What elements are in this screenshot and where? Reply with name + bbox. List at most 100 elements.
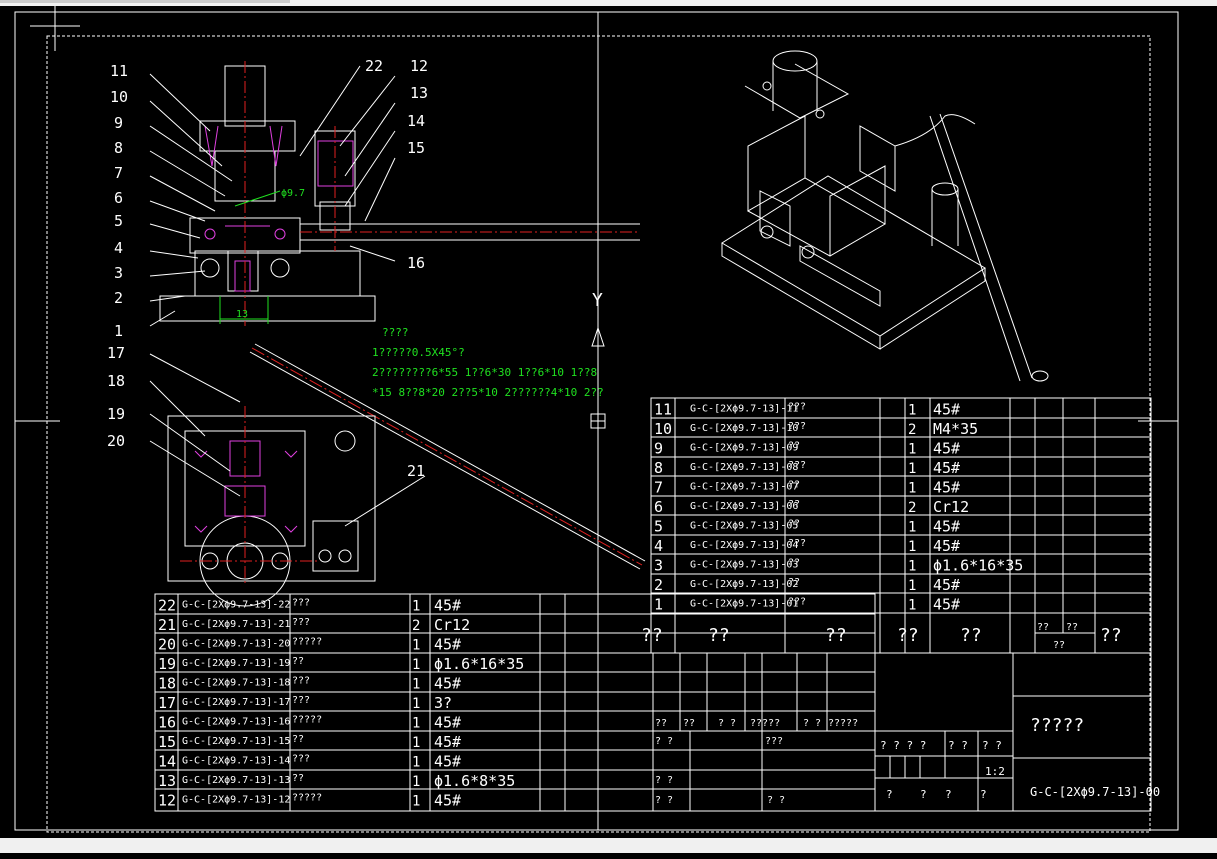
bom-left-row-18-code: G-C-[2Xϕ9.7-13]-18 xyxy=(182,678,290,689)
sheet-border xyxy=(14,6,1179,833)
bom-right-row-10-name: ??? xyxy=(788,421,806,432)
dimension-lines xyxy=(219,190,281,324)
bom-right-grid xyxy=(650,397,1152,654)
balloon-7: 7 xyxy=(114,164,123,182)
drawing-number: G-C-[2Xϕ9.7-13]-00 xyxy=(1030,785,1160,799)
bom-right-row-4-name: ??? xyxy=(788,538,806,549)
bom-right-row-8-no: 8 xyxy=(654,459,663,477)
bom-right-row-11-no: 11 xyxy=(654,401,672,419)
bom-right-row-11-material: 45# xyxy=(933,401,960,419)
balloon-6: 6 xyxy=(114,189,123,207)
balloon-22: 22 xyxy=(365,57,383,75)
ucs-icon xyxy=(590,326,606,429)
bom-left-row-18-name: ??? xyxy=(292,676,310,687)
bom-right-row-5-code: G-C-[2Xϕ9.7-13]-05 xyxy=(690,521,798,532)
bom-left-row-13-material: ϕ1.6*8*35 xyxy=(434,772,515,790)
bom-left-row-15-code: G-C-[2Xϕ9.7-13]-15 xyxy=(182,736,290,747)
bom-left-row-17-code: G-C-[2Xϕ9.7-13]-17 xyxy=(182,697,290,708)
bom-right-row-9-qty: 1 xyxy=(908,442,916,458)
bom-right-header-2: ?? xyxy=(825,625,847,646)
bom-right-row-3-no: 3 xyxy=(654,557,663,575)
bom-right-row-3-qty: 1 xyxy=(908,559,916,575)
bom-right-row-7-material: 45# xyxy=(933,479,960,497)
bom-right-row-10-code: G-C-[2Xϕ9.7-13]-10 xyxy=(690,423,798,434)
bom-left-row-19-qty: 1 xyxy=(412,657,420,673)
bom-left-row-14-material: 45# xyxy=(434,753,461,771)
bom-left-row-21-name: ??? xyxy=(292,617,310,628)
balloon-9: 9 xyxy=(114,114,123,132)
tb-sign-c: ? xyxy=(945,788,952,801)
tb-label-c: ? ? xyxy=(982,739,1002,752)
bom-right-row-3-name: ?? xyxy=(788,558,800,569)
bom-left-row-19-material: ϕ1.6*16*35 xyxy=(434,655,524,673)
centerlines-front xyxy=(244,61,640,326)
bom-right-row-9-code: G-C-[2Xϕ9.7-13]-09 xyxy=(690,443,798,454)
bom-right-row-11-name: ??? xyxy=(788,402,806,413)
front-view xyxy=(159,65,640,322)
bom-left-row-21-no: 21 xyxy=(158,616,176,634)
bom-right-row-1-material: 45# xyxy=(933,596,960,614)
bom-right-row-5-qty: 1 xyxy=(908,520,916,536)
balloon-15: 15 xyxy=(407,139,425,157)
bom-left-row-15-material: 45# xyxy=(434,733,461,751)
bom-left-row-13-qty: 1 xyxy=(412,774,420,790)
bom-left-row-12-material: 45# xyxy=(434,792,461,810)
isometric-view xyxy=(721,50,1049,382)
bom-right-row-4-qty: 1 xyxy=(908,539,916,555)
bom-left-row-14-no: 14 xyxy=(158,753,176,771)
balloon-21: 21 xyxy=(407,462,425,480)
bom-left-row-14-name: ??? xyxy=(292,754,310,765)
bom-left-row-17-qty: 1 xyxy=(412,696,420,712)
tb-r1-c: ? ? xyxy=(718,718,736,729)
bom-left-row-12-no: 12 xyxy=(158,792,176,810)
bom-right-row-2-qty: 1 xyxy=(908,578,916,594)
balloon-18: 18 xyxy=(107,372,125,390)
tb-r2-a: ? ? xyxy=(655,736,673,747)
bom-right-row-6-material: Cr12 xyxy=(933,498,969,516)
balloon-20: 20 xyxy=(107,432,125,450)
bom-right-row-3-code: G-C-[2Xϕ9.7-13]-03 xyxy=(690,560,798,571)
bom-left-row-17-no: 17 xyxy=(158,694,176,712)
tb-r1-f: ????? xyxy=(828,718,858,729)
bom-left-row-21-qty: 2 xyxy=(412,618,420,634)
bom-right-row-8-code: G-C-[2Xϕ9.7-13]-08 xyxy=(690,462,798,473)
balloon-11: 11 xyxy=(110,62,128,80)
bom-left-row-17-name: ??? xyxy=(292,695,310,706)
bom-right-row-2-name: ?? xyxy=(788,577,800,588)
dimension-width: 13 xyxy=(236,309,248,320)
technical-notes: ???? 1?????0.5X45°? 2????????6*55 1??6*3… xyxy=(372,326,604,399)
bom-right-row-5-material: 45# xyxy=(933,518,960,536)
tb-sign-a: ? xyxy=(886,788,893,801)
bom-right-row-2-code: G-C-[2Xϕ9.7-13]-02 xyxy=(690,579,798,590)
bom-left-row-16-code: G-C-[2Xϕ9.7-13]-16 xyxy=(182,717,290,728)
balloon-13: 13 xyxy=(410,84,428,102)
bom-right-row-10-no: 10 xyxy=(654,420,672,438)
bom-left-grid xyxy=(154,593,1151,812)
ucs-y-label: Y xyxy=(592,290,603,311)
tb-sign-d: ? xyxy=(980,788,987,801)
bom-left-row-12-code: G-C-[2Xϕ9.7-13]-12 xyxy=(182,795,290,806)
balloon-8: 8 xyxy=(114,139,123,157)
bom-right-row-2-material: 45# xyxy=(933,576,960,594)
balloon-17: 17 xyxy=(107,344,125,362)
bom-left-row-20-code: G-C-[2Xϕ9.7-13]-20 xyxy=(182,639,290,650)
bom-left-row-20-material: 45# xyxy=(434,636,461,654)
balloon-labels: 11 10 9 8 7 6 5 4 3 2 1 22 12 13 14 15 1… xyxy=(107,57,428,480)
bom-right-row-6-name: ?? xyxy=(788,499,800,510)
notes-title: ???? xyxy=(382,326,409,339)
bom-left-row-13-code: G-C-[2Xϕ9.7-13]-13 xyxy=(182,775,290,786)
bom-right-row-8-qty: 1 xyxy=(908,461,916,477)
bom-right-row-10-qty: 2 xyxy=(908,422,916,438)
bom-left-row-15-name: ?? xyxy=(292,734,304,745)
bom-left-row-18-no: 18 xyxy=(158,675,176,693)
bom-left-row-18-qty: 1 xyxy=(412,677,420,693)
bom-right-row-4-material: 45# xyxy=(933,537,960,555)
status-strip xyxy=(0,838,1217,853)
bom-right-row-3-material: ϕ1.6*16*35 xyxy=(933,557,1023,575)
tb-r4-a: ? ? xyxy=(655,775,673,786)
bom-left-row-13-no: 13 xyxy=(158,772,176,790)
balloon-16: 16 xyxy=(407,254,425,272)
bom-right-row-1-name: ??? xyxy=(788,597,806,608)
